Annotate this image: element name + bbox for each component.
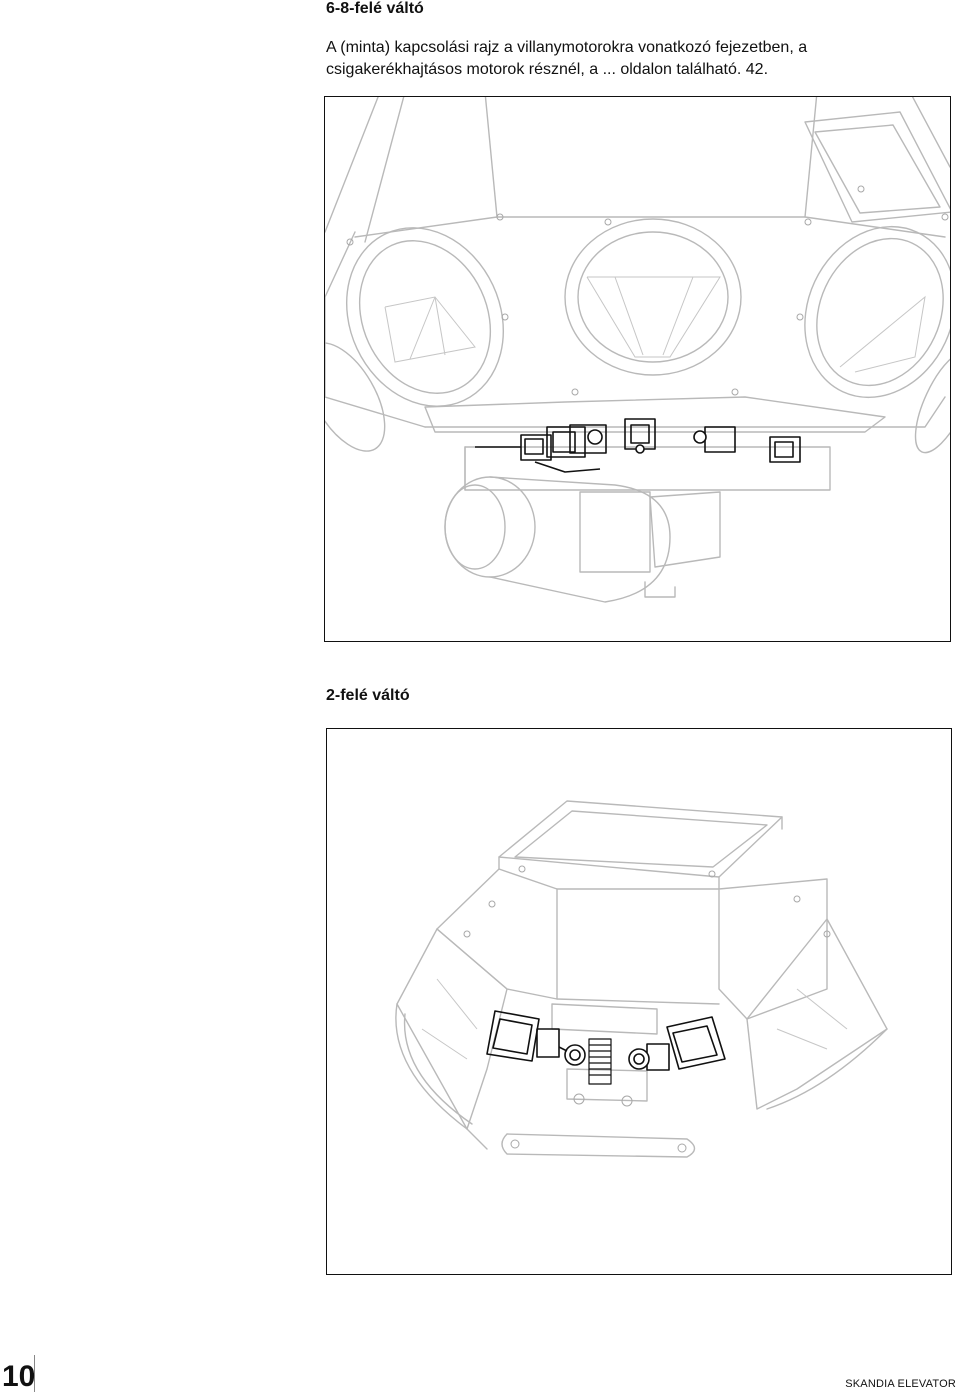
figure-6-8-way-valve [324, 96, 951, 642]
section-heading-2-way: 2-felé váltó [326, 687, 410, 704]
section-heading-6-8-way: 6-8-felé váltó [326, 0, 424, 17]
footer-brand: SKANDIA ELEVATOR [845, 1378, 956, 1390]
figure-2-way-valve [326, 728, 952, 1275]
page-number: 10 [2, 1360, 36, 1393]
valve-6-8-way-drawing [325, 97, 950, 603]
valve-2-way-drawing [395, 800, 888, 1158]
intro-line-1: A (minta) kapcsolási rajz a villanymotor… [326, 39, 808, 56]
page-number-divider [0, 1355, 35, 1392]
intro-line-2: csigakerékhajtásos motorok résznél, a ..… [326, 61, 769, 78]
